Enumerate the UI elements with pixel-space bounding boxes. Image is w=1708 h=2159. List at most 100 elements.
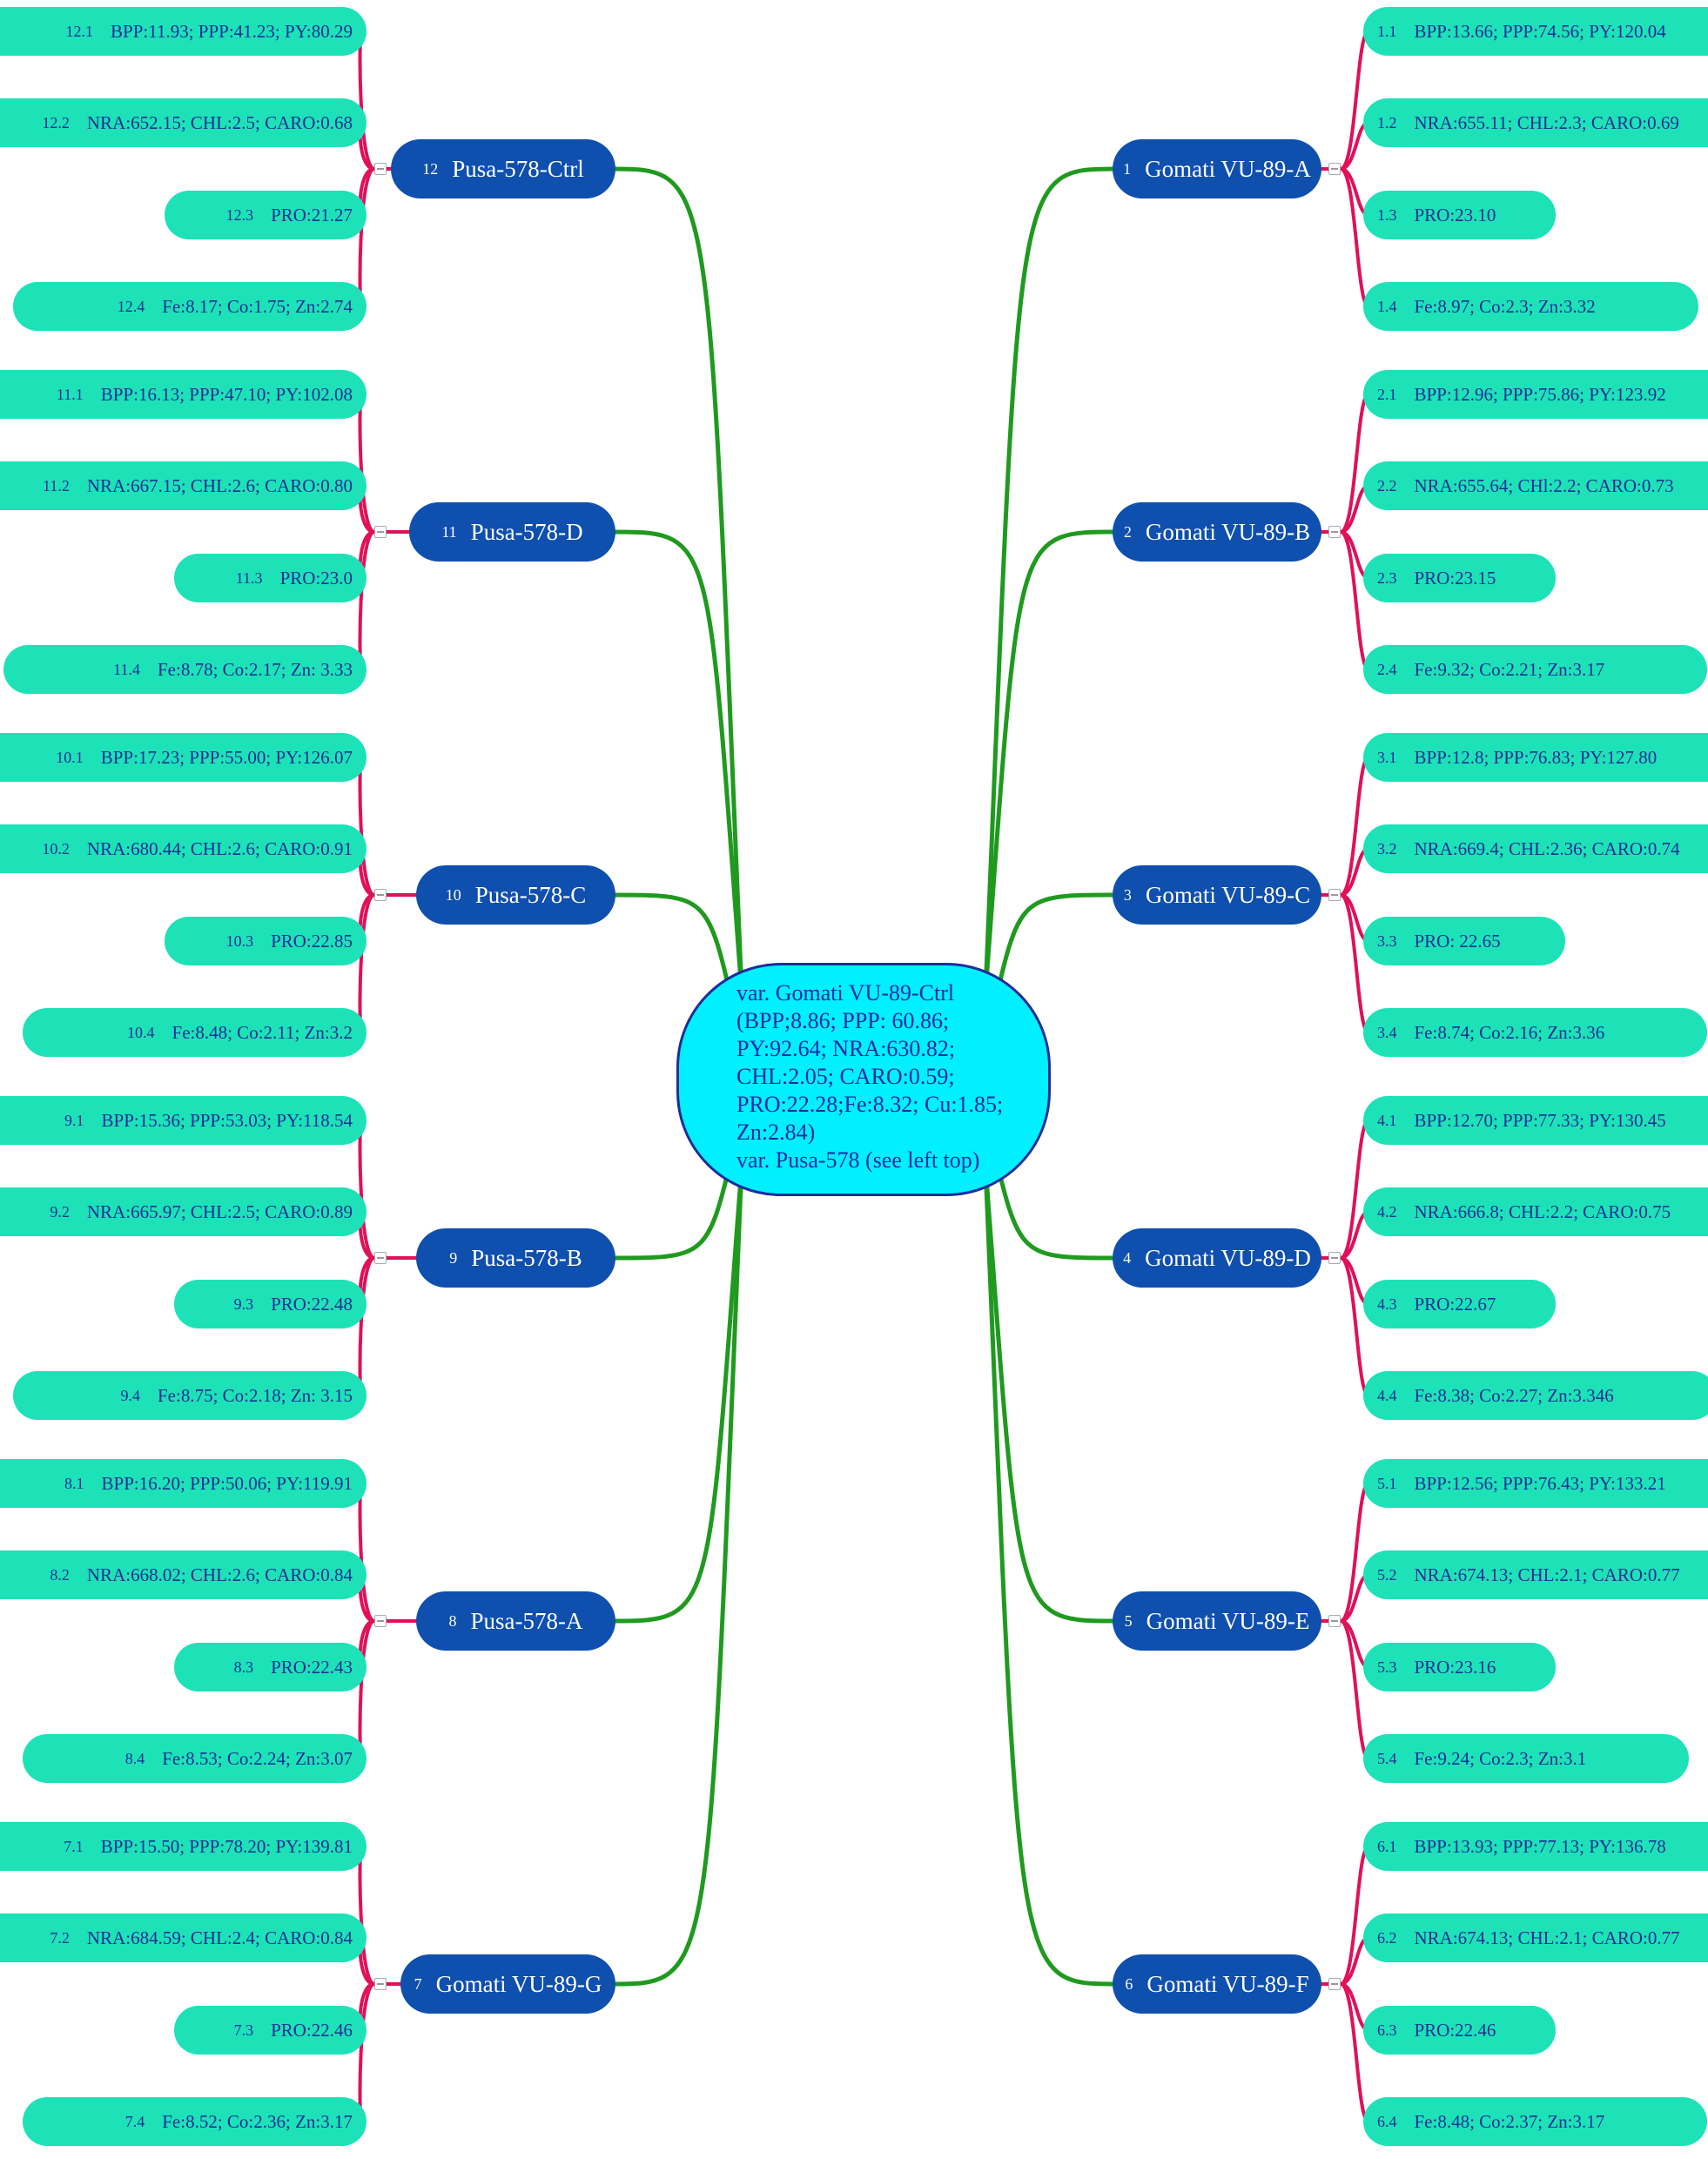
branch-number: 2 (1123, 522, 1132, 541)
leaf-number: 3.3 (1377, 932, 1397, 950)
branch-number: 11 (441, 522, 457, 541)
leaf-number: 1.2 (1377, 113, 1397, 131)
leaf-text: NRA:655.64; CHl:2.2; CARO:0.73 (1414, 474, 1674, 496)
leaf-text: Fe:9.32; Co:2.21; Zn:3.17 (1414, 658, 1605, 680)
leaf-number: 4.4 (1377, 1386, 1397, 1404)
leaf-number: 5.2 (1377, 1565, 1397, 1584)
leaf-number: 8.2 (50, 1565, 70, 1584)
branch-number: 9 (449, 1248, 458, 1267)
leaf-number: 7.2 (50, 1928, 70, 1947)
branch-number: 8 (448, 1611, 457, 1630)
center-line: var. Gomati VU-89-Ctrl (736, 980, 955, 1006)
leaf-text: BPP:12.56; PPP:76.43; PY:133.21 (1414, 1472, 1666, 1494)
central-topic-node[interactable]: var. Gomati VU-89-Ctrl (BPP;8.86; PPP: 6… (676, 963, 1051, 1196)
collapse-toggle-10[interactable] (374, 889, 387, 901)
collapse-toggle-2[interactable] (1328, 526, 1341, 538)
leaf-number: 1.3 (1377, 205, 1397, 224)
collapse-toggle-8[interactable] (374, 1615, 387, 1627)
collapse-toggle-1[interactable] (1328, 163, 1341, 175)
leaf-text: PRO:22.67 (1414, 1293, 1496, 1315)
leaf-number: 10.1 (56, 748, 84, 766)
leaf-text: PRO:22.43 (271, 1656, 353, 1678)
connector-branch-12 (609, 166, 744, 995)
leaf-node-2-2[interactable]: 2.2 NRA:655.64; CHl:2.2; CARO:0.73 (1363, 461, 1708, 510)
leaf-node-4-3[interactable]: 4.3 PRO:22.67 (1363, 1280, 1556, 1328)
collapse-toggle-6[interactable] (1328, 1978, 1341, 1990)
collapse-toggle-12[interactable] (374, 163, 387, 175)
collapse-toggle-7[interactable] (374, 1978, 387, 1990)
leaf-text: NRA:666.8; CHL:2.2; CARO:0.75 (1414, 1201, 1671, 1222)
collapse-toggle-9[interactable] (374, 1252, 387, 1264)
collapse-toggle-5[interactable] (1328, 1615, 1341, 1627)
leaf-number: 4.3 (1377, 1295, 1397, 1313)
collapse-toggle-3[interactable] (1328, 889, 1341, 901)
leaf-text: NRA:680.44; CHL:2.6; CARO:0.91 (86, 837, 353, 859)
connector-branch-1 (983, 166, 1119, 995)
center-line: var. Pusa-578 (see left top) (736, 1147, 980, 1173)
leaf-number: 2.2 (1377, 476, 1397, 494)
collapse-toggle-4[interactable] (1328, 1252, 1341, 1264)
collapse-toggle-11[interactable] (374, 526, 387, 538)
branch-number: 10 (445, 885, 461, 904)
leaf-text: BPP:15.50; PPP:78.20; PY:139.81 (100, 1835, 353, 1857)
